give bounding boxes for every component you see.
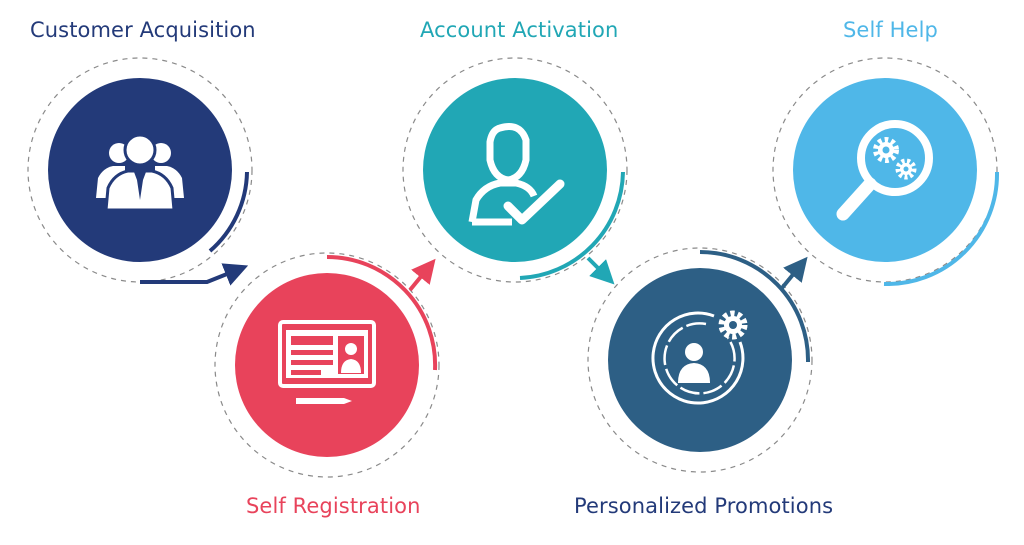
step-label-self-registration: Self Registration [246,494,421,518]
step-circle [608,268,792,452]
progress-arc [883,171,1000,287]
dashed-ring [27,57,253,283]
step-customer-acquisition [27,57,253,286]
dashed-ring [402,57,628,283]
progress-arc [519,171,625,280]
dashed-ring [214,252,440,478]
step-label-self-help: Self Help [843,18,938,42]
user-gear-icon [651,310,748,405]
group-users-icon [96,133,184,212]
connector-arrow [140,263,249,286]
registration-form-icon [278,320,376,404]
step-personalized-promotions [587,247,813,473]
step-circle [793,78,977,262]
connector-arrow [408,258,436,292]
progress-arc [208,171,249,253]
dashed-ring [772,57,998,283]
step-label-account-activation: Account Activation [420,18,619,42]
dashed-ring [587,247,813,473]
step-label-personalized-promotions: Personalized Promotions [574,494,834,518]
progress-arc [699,250,811,363]
step-self-registration [214,252,440,478]
connector-arrow [586,256,615,285]
step-account-activation [402,57,628,285]
step-self-help [772,57,1000,287]
step-label-customer-acquisition: Customer Acquisition [30,18,256,42]
connector-arrow [780,256,808,290]
step-circle [423,78,607,262]
user-check-icon [468,123,565,226]
progress-arc [326,254,438,371]
search-gears-icon [836,120,933,221]
